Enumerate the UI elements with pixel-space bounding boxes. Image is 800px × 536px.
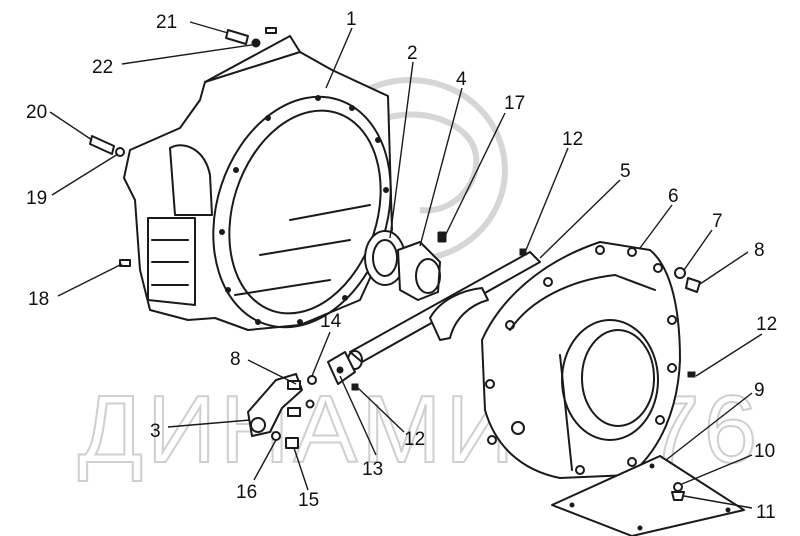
cover-plate <box>551 455 745 536</box>
callout-13: 13 <box>362 459 383 480</box>
callout-3: 3 <box>150 421 161 442</box>
washer-7 <box>674 267 686 279</box>
callout-18: 18 <box>28 289 49 310</box>
rear-cover-rim <box>509 274 656 331</box>
bell-housing-boss <box>169 144 213 216</box>
callout-9: 9 <box>754 380 765 401</box>
release-bearing-bore <box>415 258 441 294</box>
washer-22 <box>251 38 261 48</box>
bell-housing-ribs <box>151 239 189 286</box>
release-bearing <box>397 241 441 301</box>
pin-12-right <box>687 371 696 378</box>
washer-lever <box>305 399 315 409</box>
bell-housing-mount-pad <box>147 217 196 306</box>
bell-housing-top-edge <box>204 51 301 83</box>
callout-19: 19 <box>26 188 47 209</box>
bolt-21 <box>225 29 249 45</box>
seal-ring-inner <box>372 239 398 277</box>
bell-housing-body <box>123 35 393 331</box>
callout-14: 14 <box>320 311 342 332</box>
callout-12-lower: 12 <box>404 429 425 450</box>
callout-22: 22 <box>92 57 113 78</box>
callout-12-right: 12 <box>756 314 777 335</box>
bell-housing-flange-inner <box>228 109 382 315</box>
bell-housing-bolt-holes <box>219 95 389 325</box>
callout-17: 17 <box>504 93 525 114</box>
callout-10: 10 <box>754 441 775 462</box>
rear-cover-bolt-holes <box>485 245 677 475</box>
rear-cover-body <box>481 241 681 479</box>
callout-4: 4 <box>456 69 467 90</box>
bell-housing <box>123 35 393 331</box>
callout-11: 11 <box>756 502 776 523</box>
pin-top <box>265 27 277 34</box>
dowel-pins <box>351 248 696 391</box>
callout-5: 5 <box>620 161 631 182</box>
callout-16: 16 <box>236 482 257 503</box>
bell-housing-inner-struts <box>234 204 371 296</box>
cover-plate-body <box>551 455 745 536</box>
callout-6: 6 <box>668 186 679 207</box>
shaft-bushing-hole <box>336 366 344 374</box>
release-lever-pivot <box>250 417 266 433</box>
callout-21: 21 <box>156 12 177 33</box>
grease-fitting-body <box>437 231 447 243</box>
pin-12-lower <box>351 383 359 391</box>
callout-8-cover: 8 <box>754 240 765 261</box>
pin-12-upper <box>519 248 527 256</box>
rear-cover <box>481 241 681 479</box>
screw-11 <box>671 491 685 501</box>
bolt-15 <box>285 437 299 449</box>
callout-labels: 1 2 3 4 5 6 7 8 8 9 10 11 12 12 12 13 14… <box>26 9 777 523</box>
leader-lines <box>49 21 763 509</box>
callout-8-lever: 8 <box>230 349 241 370</box>
callout-12-upper: 12 <box>562 129 583 150</box>
bolt-8-lower <box>287 380 301 390</box>
plate-fasteners <box>671 482 685 501</box>
callout-7: 7 <box>712 211 723 232</box>
rear-cover-plug <box>511 421 525 435</box>
callout-1: 1 <box>346 9 357 30</box>
bolt-lever-mid <box>287 407 301 417</box>
shaft-bushing <box>327 351 356 385</box>
housing-fasteners <box>89 27 277 267</box>
washer-19 <box>115 147 125 157</box>
grease-fitting <box>437 231 447 243</box>
pin-18 <box>119 259 131 267</box>
callout-2: 2 <box>407 43 418 64</box>
release-bearing-body <box>397 241 441 301</box>
callout-15: 15 <box>298 490 319 511</box>
rear-cover-edge <box>559 354 573 471</box>
bolt-8-upper <box>685 277 701 293</box>
callout-20: 20 <box>26 102 47 123</box>
cover-bolts <box>674 267 701 293</box>
bolt-20 <box>89 135 115 155</box>
rear-cover-opening-inner <box>581 329 655 427</box>
release-fork-shaft <box>347 251 541 370</box>
fork-arm <box>429 287 489 341</box>
